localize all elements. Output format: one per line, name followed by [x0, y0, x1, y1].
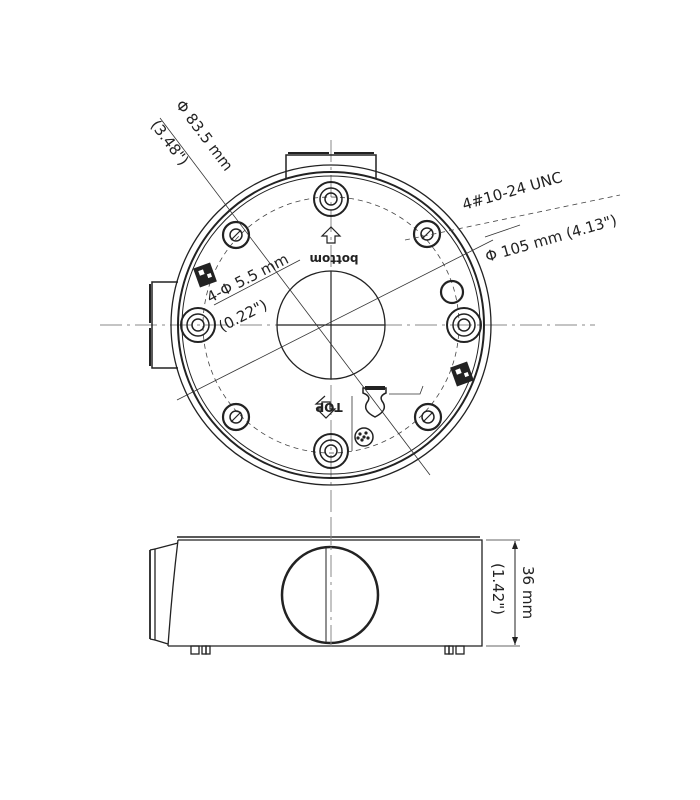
- mounting-boss-top: [313, 181, 349, 217]
- mounting-boss-left: [180, 307, 216, 343]
- keyhole-slot: [362, 385, 424, 418]
- inner-diameter-leader: [159, 117, 431, 476]
- side-view: 36 mm (1.42"): [149, 520, 537, 655]
- grommet: [354, 427, 374, 447]
- side-knockout: [280, 545, 380, 645]
- left-cable-tab: [149, 281, 178, 369]
- screw-hole-upper-left: [221, 220, 251, 250]
- mounting-boss-bottom: [313, 433, 349, 469]
- hole-diameter-inch-label: (0.22"): [216, 296, 271, 336]
- thread-label: 4#10-24 UNC: [460, 168, 564, 214]
- outer-ring: [170, 164, 492, 486]
- screw-hole-lower-right: [413, 402, 443, 432]
- side-curve: [167, 539, 179, 647]
- screw-hole-lower-left: [221, 402, 251, 432]
- clip-left: [193, 262, 217, 288]
- clip-right: [450, 361, 474, 387]
- top-mark-text: TOP: [315, 400, 342, 414]
- height-inch-label: (1.42"): [489, 563, 507, 615]
- down-arrow-icon: [314, 395, 337, 419]
- inner-rim: [177, 171, 485, 479]
- top-cable-tab: [285, 152, 377, 178]
- small-knockout: [439, 279, 465, 305]
- top-view: bottom TOP Φ 83.5 mm (3.48") 4#10-24 UNC…: [100, 97, 621, 545]
- hole-diameter-label: 4-Φ 5.5 mm: [204, 250, 292, 307]
- up-arrow-icon: [320, 226, 342, 244]
- height-label: 36 mm: [519, 566, 537, 619]
- hole-leader: [213, 259, 301, 306]
- side-body: [168, 539, 483, 647]
- mounting-boss-right: [446, 307, 482, 343]
- thread-leader: [404, 194, 621, 241]
- bolt-circle: [202, 196, 460, 454]
- screw-hole-upper-right: [412, 219, 442, 249]
- bottom-mark-text: bottom: [309, 252, 358, 266]
- foot-left: [190, 645, 211, 655]
- outer-diameter-leader: [176, 239, 494, 401]
- foot-right: [444, 645, 465, 655]
